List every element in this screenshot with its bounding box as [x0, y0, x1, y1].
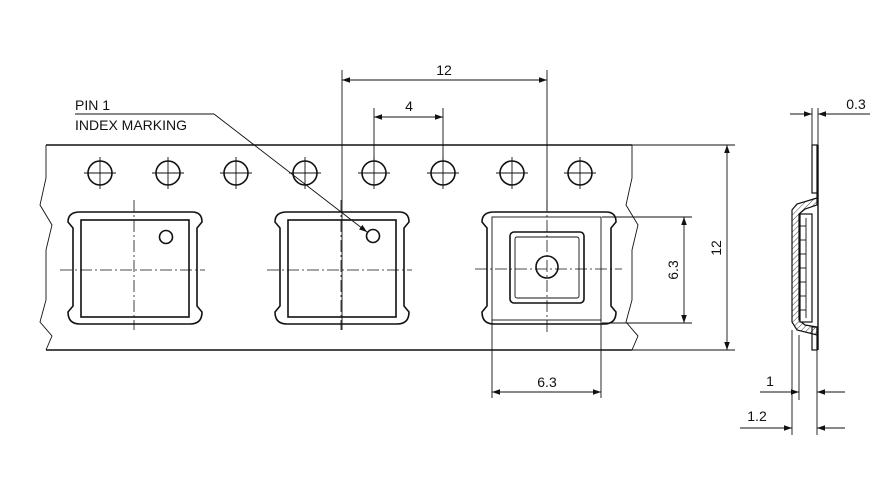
- sprocket-hole: [220, 157, 252, 189]
- tape-width-dimension-text: 12: [708, 240, 724, 256]
- sprocket-hole: [289, 157, 321, 189]
- dimension-tape-width: 12: [708, 145, 730, 350]
- pitch-dimension-text: 12: [436, 62, 452, 78]
- right-break-line: [625, 145, 639, 351]
- pocket-depth-dimension-text: 1: [766, 373, 774, 389]
- dimension-carrier-depth: 1.2: [740, 330, 845, 435]
- pin1-index-dot: [158, 229, 174, 245]
- dimension-pocket-pitch: 12: [341, 62, 548, 330]
- pin1-label: PIN 1: [75, 97, 110, 113]
- sprocket-hole: [152, 157, 184, 189]
- dimension-pocket-height: 6.3: [602, 216, 692, 324]
- dimension-pocket-width: 6.3: [491, 320, 602, 398]
- dimension-pocket-depth: 1: [760, 335, 845, 435]
- pocket-width-dimension-text: 6.3: [537, 374, 557, 390]
- index-marking-label: INDEX MARKING: [75, 117, 187, 133]
- pocket-with-part-1: [60, 200, 205, 330]
- pocket-with-part-2: [267, 200, 412, 330]
- pin1-callout: PIN 1 INDEX MARKING: [75, 97, 368, 233]
- hole-pitch-dimension-text: 4: [405, 98, 413, 114]
- left-break-line: [39, 145, 53, 351]
- pocket-height-dimension-text: 6.3: [665, 260, 681, 280]
- thickness-dimension-text: 0.3: [846, 96, 866, 112]
- empty-pocket: [475, 200, 622, 332]
- carrier-depth-dimension-text: 1.2: [747, 408, 767, 424]
- carrier-tape: [39, 144, 735, 351]
- side-section-view: [791, 144, 819, 351]
- sprocket-hole: [564, 157, 596, 189]
- sprocket-hole: [496, 157, 528, 189]
- dimension-hole-pitch: 4: [373, 98, 444, 162]
- sprocket-holes: [84, 157, 596, 189]
- pin1-index-dot: [365, 228, 381, 244]
- sprocket-hole: [84, 157, 116, 189]
- dimension-tape-thickness: 0.3: [790, 96, 870, 145]
